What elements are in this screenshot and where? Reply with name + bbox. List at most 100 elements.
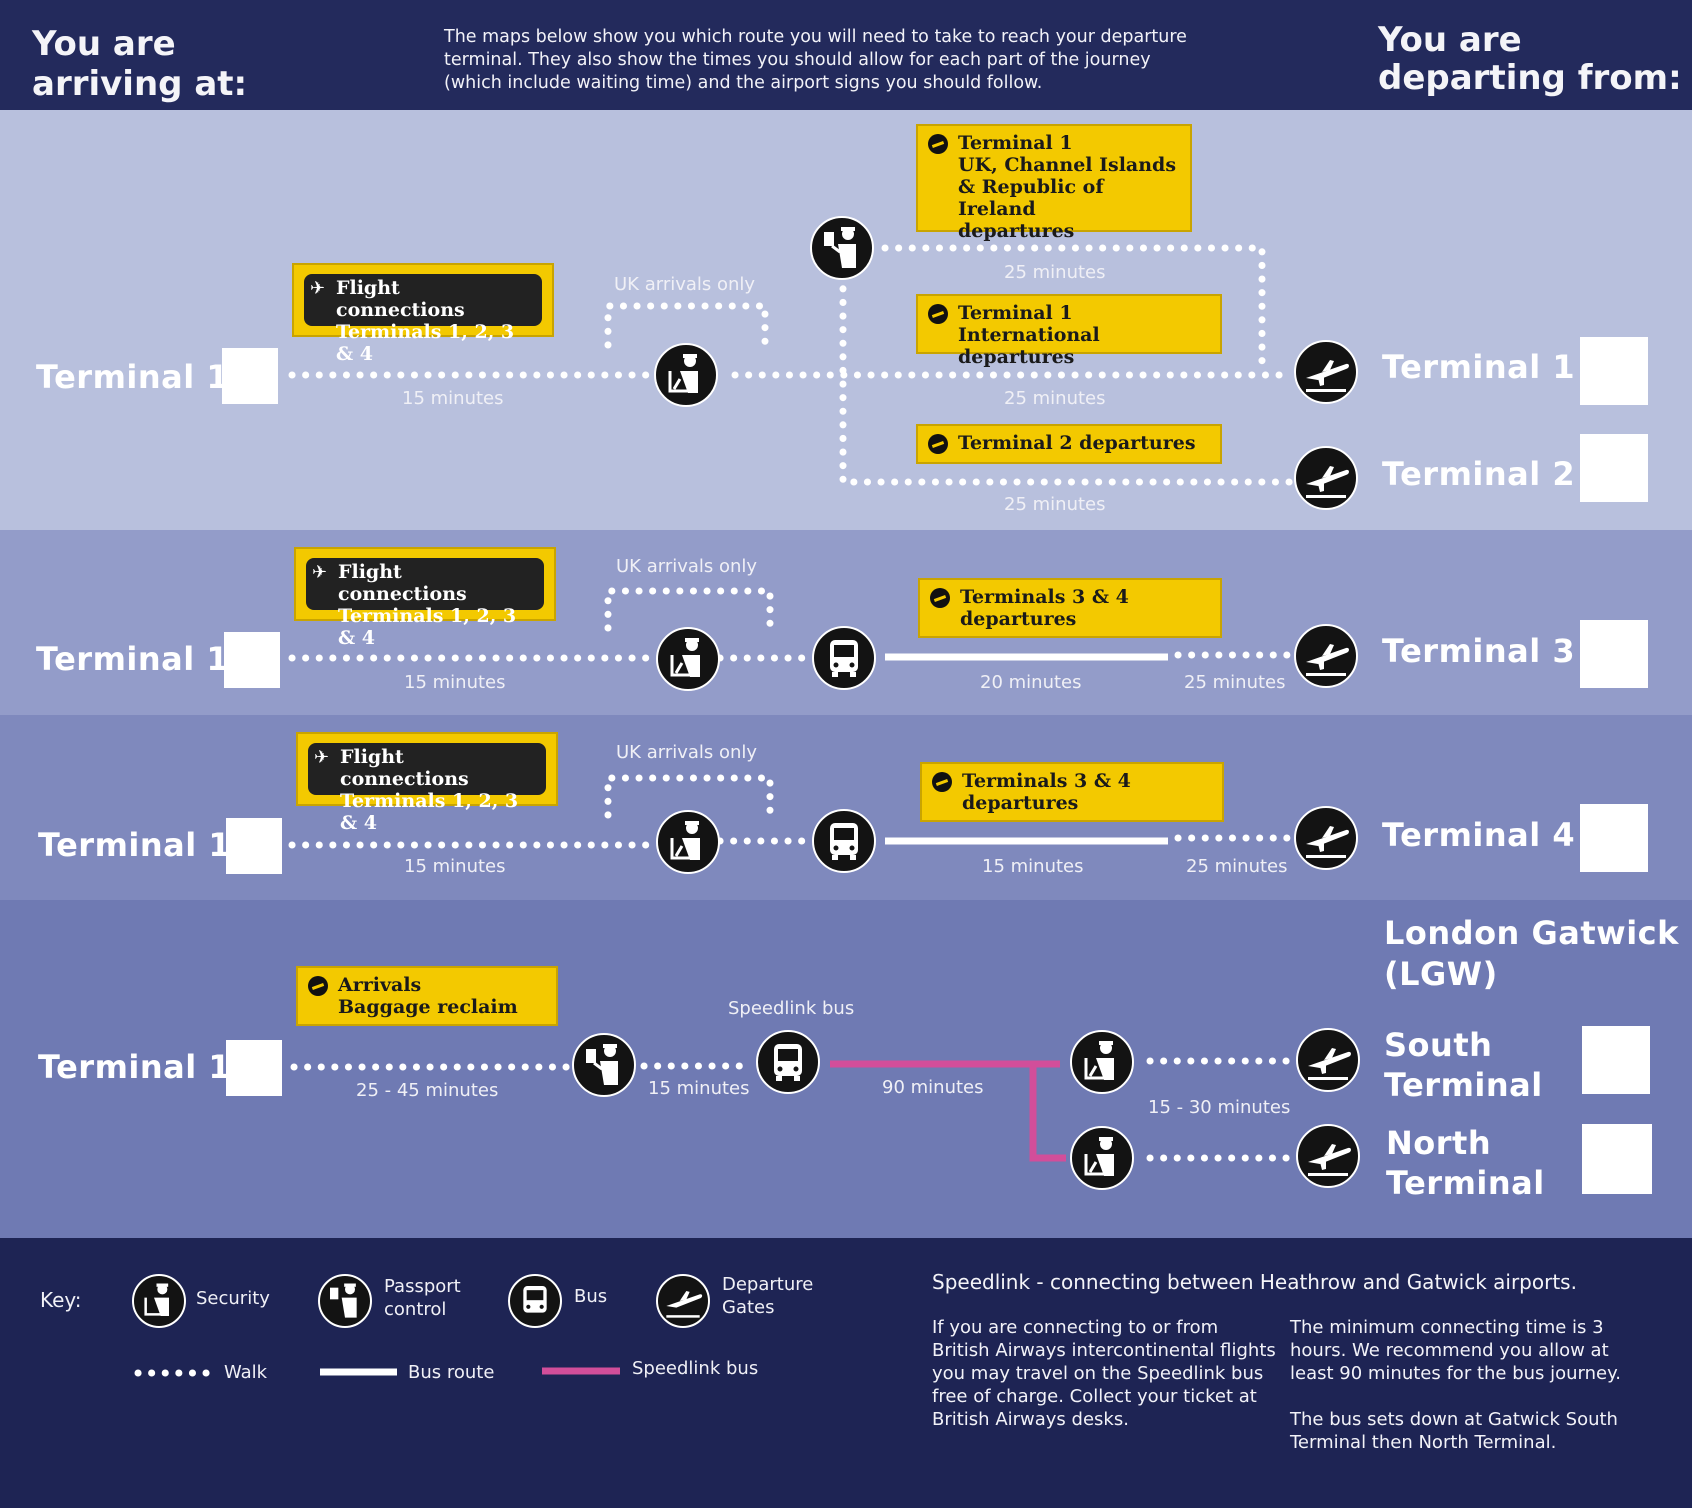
route2-sign-departures: Terminals 3 & 4 departures <box>918 578 1222 638</box>
speedlink-col2-line-3: least 90 minutes for the bus journey. <box>1290 1363 1621 1384</box>
route2-walk2-time: 25 minutes <box>1184 672 1286 693</box>
speedlink-col1-line-1: If you are connecting to or from <box>932 1317 1219 1338</box>
bus-icon <box>812 809 876 873</box>
route4-walk-time: 25 - 45 minutes <box>356 1080 499 1101</box>
walk-line <box>604 302 769 349</box>
key-security-icon <box>132 1274 186 1328</box>
route4-dest2-line2: Terminal <box>1386 1164 1545 1202</box>
key-title: Key: <box>40 1288 82 1312</box>
speedlink-col1-line-4: free of charge. Collect your ticket at <box>932 1386 1257 1407</box>
sign-line: departures <box>962 792 1079 814</box>
speedlink-col2-line-1: The minimum connecting time is 3 <box>1290 1317 1604 1338</box>
route2-uk-only-label: UK arrivals only <box>616 556 758 577</box>
departures-icon <box>928 304 948 324</box>
passport-control-icon <box>810 216 874 280</box>
connection-icon: ✈ <box>312 562 328 583</box>
sign-line: Terminal 1 <box>958 132 1073 154</box>
baggage-icon <box>308 976 328 996</box>
key-departure-gates-icon <box>656 1274 710 1328</box>
route1-dest2-checkbox[interactable] <box>1580 434 1648 502</box>
security-icon <box>656 627 720 691</box>
route2-origin-label: Terminal 1 <box>36 640 230 678</box>
sign-line: departures <box>960 608 1077 630</box>
route4-dest1-line1: South <box>1384 1026 1493 1064</box>
speedlink-col2-line-4: The bus sets down at Gatwick South <box>1290 1409 1618 1430</box>
sign-line: UK, Channel Islands <box>958 154 1177 176</box>
route1-walk-time: 15 minutes <box>402 388 504 409</box>
walk-line <box>839 244 1294 486</box>
route4-dest1-line2: Terminal <box>1384 1066 1543 1104</box>
route1-band <box>0 110 1692 530</box>
route2-dest-label: Terminal 3 <box>1382 632 1576 670</box>
walk-line <box>604 774 774 819</box>
route3-uk-only-label: UK arrivals only <box>616 742 758 763</box>
sign-line: Flight connections <box>340 746 469 790</box>
speedlink-col2-line-2: hours. We recommend you allow at <box>1290 1340 1609 1361</box>
route3-sign-flight-connections: ✈ Flight connections Terminals 1, 2, 3 &… <box>296 732 558 834</box>
route3-dest-label: Terminal 4 <box>1382 816 1576 854</box>
key-gates-label-2: Gates <box>722 1297 775 1318</box>
key-bus-route-label: Bus route <box>408 1362 495 1383</box>
route2-dest-checkbox[interactable] <box>1580 620 1648 688</box>
security-icon <box>656 810 720 874</box>
route4-walk3-time: 15 - 30 minutes <box>1148 1097 1291 1118</box>
route1-origin-checkbox[interactable] <box>222 348 278 404</box>
security-icon <box>1070 1126 1134 1190</box>
route1-time-uk: 25 minutes <box>1004 262 1106 283</box>
speedlink-col1-line-5: British Airways desks. <box>932 1409 1129 1430</box>
sign-line: Terminals 1, 2, 3 & 4 <box>340 790 519 834</box>
route1-origin-label: Terminal 1 <box>36 358 230 396</box>
speedlink-col1-line-2: British Airways intercontinental flights <box>932 1340 1276 1361</box>
sign-line: Arrivals <box>338 974 422 996</box>
route3-dest-checkbox[interactable] <box>1580 804 1648 872</box>
departing-heading-2: departing from: <box>1378 58 1682 98</box>
sign-line: Flight connections <box>338 561 467 605</box>
route1-dest1-checkbox[interactable] <box>1580 337 1648 405</box>
route4-airport-line2: (LGW) <box>1384 955 1498 993</box>
route3-bus-time: 15 minutes <box>982 856 1084 877</box>
route3-walk-time: 15 minutes <box>404 856 506 877</box>
sign-line: Flight connections <box>336 277 465 321</box>
departure-gates-icon <box>1294 806 1358 870</box>
departures-icon <box>928 134 948 154</box>
sign-line: Terminals 3 & 4 <box>960 586 1129 608</box>
route1-sign-t1-uk: Terminal 1 UK, Channel Islands & Republi… <box>916 124 1192 242</box>
sign-line: Terminal 2 departures <box>958 432 1196 454</box>
route4-airport-line1: London Gatwick <box>1384 914 1679 952</box>
security-icon <box>1070 1030 1134 1094</box>
route1-sign-t1-international: Terminal 1 International departures <box>916 294 1222 368</box>
intro-line-3: (which include waiting time) and the air… <box>444 73 1043 93</box>
connection-icon: ✈ <box>310 278 326 299</box>
departures-icon <box>928 434 948 454</box>
sign-line: Terminals 1, 2, 3 & 4 <box>336 321 515 365</box>
route4-origin-checkbox[interactable] <box>226 1040 282 1096</box>
sign-line: Baggage reclaim <box>338 996 518 1018</box>
route1-time-international: 25 minutes <box>1004 388 1106 409</box>
sign-line: International departures <box>958 324 1100 368</box>
footer-band <box>0 1238 1692 1508</box>
speedlink-col1-line-3: you may travel on the Speedlink bus <box>932 1363 1264 1384</box>
route4-dest2-checkbox[interactable] <box>1582 1124 1652 1194</box>
route3-origin-checkbox[interactable] <box>226 818 282 874</box>
connection-icon: ✈ <box>314 747 330 768</box>
route2-origin-checkbox[interactable] <box>224 632 280 688</box>
departing-heading-1: You are <box>1378 20 1522 60</box>
sign-line: Terminal 1 <box>958 302 1073 324</box>
intro-line-1: The maps below show you which route you … <box>444 27 1187 47</box>
departure-gates-icon <box>1294 340 1358 404</box>
key-security-label: Security <box>196 1288 270 1309</box>
route4-band <box>0 900 1692 1238</box>
route1-dest1-label: Terminal 1 <box>1382 348 1576 386</box>
route4-dest1-checkbox[interactable] <box>1582 1026 1650 1094</box>
departures-icon <box>930 588 950 608</box>
key-speedlink-label: Speedlink bus <box>632 1358 759 1379</box>
route4-bus-time: 90 minutes <box>882 1077 984 1098</box>
key-bus-label: Bus <box>574 1286 608 1307</box>
speedlink-title: Speedlink - connecting between Heathrow … <box>932 1270 1577 1294</box>
sign-line: Terminals 1, 2, 3 & 4 <box>338 605 517 649</box>
route4-sign-arrivals: Arrivals Baggage reclaim <box>296 966 558 1026</box>
departure-gates-icon <box>1296 1124 1360 1188</box>
passport-control-icon <box>572 1033 636 1097</box>
walk-line <box>881 244 1266 374</box>
